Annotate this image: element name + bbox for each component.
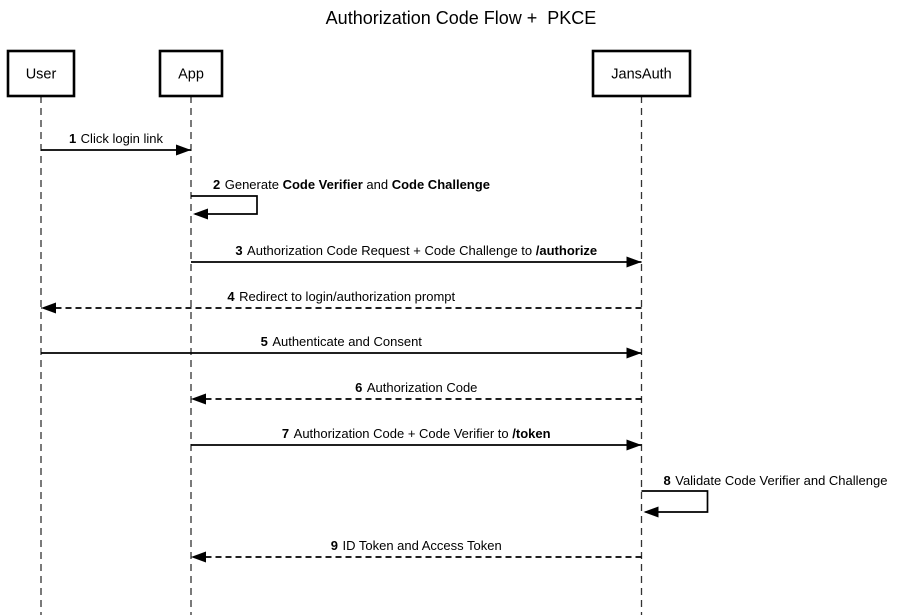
message-segment: Generate: [225, 177, 283, 192]
message-number-3: 3: [235, 243, 242, 258]
message-arrowhead-3: [626, 256, 642, 268]
message-arrowhead-8: [643, 506, 659, 518]
message-segment: Validate Code Verifier and Challenge: [675, 473, 887, 488]
message-number-5: 5: [261, 334, 268, 349]
message-label-5: 5 Authenticate and Consent: [261, 334, 423, 349]
message-label-8: 8 Validate Code Verifier and Challenge: [664, 473, 888, 488]
message-number-2: 2: [213, 177, 220, 192]
message-arrowhead-7: [626, 439, 642, 451]
message-arrowhead-6: [191, 393, 206, 405]
message-segment: /token: [512, 426, 550, 441]
message-arrowhead-4: [41, 302, 56, 314]
message-label-3: 3 Authorization Code Request + Code Chall…: [235, 243, 597, 258]
message-segment: Authorization Code: [367, 380, 478, 395]
message-segment: Code Challenge: [392, 177, 490, 192]
message-arrowhead-2: [193, 208, 208, 220]
message-arrowhead-5: [626, 347, 642, 359]
message-segment: Click login link: [81, 131, 164, 146]
message-segment: ID Token and Access Token: [343, 538, 502, 553]
message-label-7: 7 Authorization Code + Code Verifier to /…: [282, 426, 551, 441]
self-loop-2: [191, 195, 258, 215]
actor-box-app: [158, 49, 224, 98]
message-number-6: 6: [355, 380, 362, 395]
message-label-1: 1 Click login link: [69, 131, 164, 146]
actor-label-app: App: [178, 67, 204, 83]
message-label-9: 9 ID Token and Access Token: [331, 538, 502, 553]
message-segment: Code Verifier: [283, 177, 363, 192]
message-number-9: 9: [331, 538, 338, 553]
actor-box-jansauth: [591, 49, 692, 98]
message-segment: /authorize: [536, 243, 597, 258]
message-number-1: 1: [69, 131, 76, 146]
message-segment: Authenticate and Consent: [272, 334, 422, 349]
message-number-4: 4: [227, 289, 235, 304]
message-number-8: 8: [664, 473, 671, 488]
message-segment: and: [363, 177, 392, 192]
actor-box-user: [6, 49, 76, 98]
message-number-7: 7: [282, 426, 289, 441]
diagram-title: Authorization Code Flow + PKCE: [326, 8, 597, 28]
message-arrowhead-1: [176, 144, 191, 156]
self-loop-8: [641, 490, 709, 513]
message-segment: Redirect to login/authorization prompt: [239, 289, 455, 304]
actor-label-user: User: [26, 67, 57, 83]
message-label-2: 2 Generate Code Verifier and Code Challen…: [213, 177, 490, 192]
message-label-4: 4 Redirect to login/authorization prompt: [227, 289, 455, 304]
message-arrowhead-9: [191, 551, 206, 563]
message-label-6: 6 Authorization Code: [355, 380, 477, 395]
actor-label-jansauth: JansAuth: [611, 67, 671, 83]
message-segment: Authorization Code + Code Verifier to: [294, 426, 513, 441]
message-segment: Authorization Code Request + Code Challe…: [247, 243, 536, 258]
